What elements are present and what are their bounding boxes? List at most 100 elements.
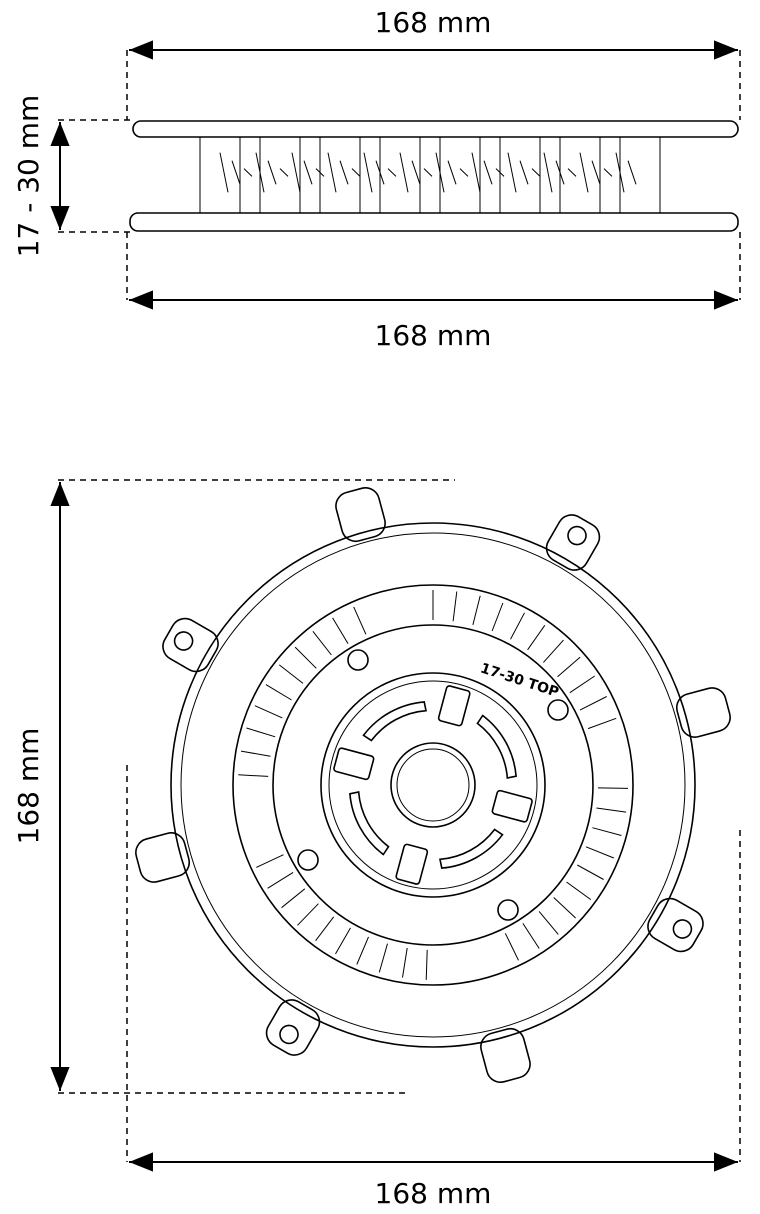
fixing-hole [497, 899, 519, 921]
arc-slot [439, 828, 504, 869]
ratchet-tooth [243, 168, 253, 177]
ratchet-tooth [315, 168, 325, 177]
ratchet-tooth [538, 911, 559, 935]
ratchet-tooth [587, 717, 617, 730]
tab-outline [265, 999, 321, 1056]
ratchet-tooth [579, 696, 607, 711]
ratchet-tooth [495, 168, 505, 177]
ratchet-tooth [510, 612, 525, 640]
ratchet-tooth [246, 727, 276, 738]
ratchet-tooth [543, 152, 553, 193]
ratchet-tooth [363, 152, 373, 193]
tab-hole [173, 631, 194, 651]
mounting-tab [162, 617, 219, 673]
ratchet-tooth [303, 160, 313, 185]
tab-outline [647, 897, 704, 953]
ratchet-tooth [265, 684, 292, 701]
ratchet-tooth [297, 903, 319, 926]
ratchet-tooth [254, 705, 283, 719]
side-rib [559, 136, 601, 214]
tab-outline [675, 687, 731, 738]
ratchet-tooth [315, 916, 335, 942]
tab-hole [672, 919, 693, 939]
top-view: 168 mm 168 mm 17-30 TOP [12, 479, 741, 1210]
height-label: 17 - 30 mm [12, 95, 45, 258]
ratchet-tooth [577, 864, 604, 880]
ratchet-tooth [592, 827, 622, 836]
ratchet-tooth [585, 846, 614, 859]
mounting-tab [135, 832, 191, 883]
ratchet-tooth [483, 160, 493, 185]
ratchet-tooth [447, 160, 457, 185]
ratchet-tooth [591, 160, 601, 185]
width-bottom-label: 168 mm [375, 319, 492, 352]
ratchet-tooth [219, 152, 229, 193]
ratchet-tooth [279, 168, 289, 177]
ratchet-tooth [627, 160, 637, 185]
ratchet-tooth [231, 160, 241, 185]
inner-spring-slot [437, 685, 517, 779]
ratchet-tooth [267, 871, 294, 889]
ratchet-tooth [402, 947, 408, 978]
ratchet-tooth [527, 625, 546, 651]
ratchet-tooth [425, 949, 428, 980]
spring-slot [333, 747, 375, 781]
fixing-hole [297, 849, 319, 871]
fixing-hole [547, 699, 569, 721]
ratchet-tooth [557, 656, 581, 678]
ratchet-tooth [522, 923, 540, 949]
side-rib [199, 136, 241, 214]
side-view-part [129, 120, 739, 232]
ratchet-tooth [332, 617, 349, 644]
ratchet-tooth [491, 602, 504, 632]
mounting-tab [545, 514, 601, 571]
top-view-height-label: 168 mm [12, 728, 45, 845]
tab-outline [135, 832, 191, 883]
ratchet-tooth [615, 152, 625, 193]
arc-slot [476, 714, 517, 779]
ratchet-tooth [567, 168, 577, 177]
tab-outline [162, 617, 219, 673]
inner-spring-slot [349, 791, 429, 885]
ratchet-tooth [399, 152, 409, 193]
side-rib [439, 136, 481, 214]
fixing-hole [347, 649, 369, 671]
side-view: 168 mm 17 - 30 mm 168 mm [12, 6, 741, 352]
ratchet-tooth [255, 152, 265, 193]
spring-slot [491, 789, 533, 823]
ratchet-tooth [504, 933, 519, 961]
tab-hole [567, 525, 587, 546]
ratchet-tooth [256, 854, 284, 868]
ratchet-tooth [435, 152, 445, 193]
side-rib [379, 136, 421, 214]
ratchet-tooth [519, 160, 529, 185]
ratchet-tooth [281, 888, 306, 909]
ratchet-tooth [294, 646, 317, 669]
side-rib [619, 136, 661, 214]
mounting-tab [335, 487, 386, 543]
ratchet-tooth [312, 630, 332, 656]
side-rib [259, 136, 301, 214]
ratchet-tooth [375, 160, 385, 185]
tab-hole [279, 1024, 299, 1045]
ratchet-tooth [553, 897, 576, 919]
ratchet-tooth [240, 750, 271, 757]
ratchet-tooth [339, 160, 349, 185]
ratchet-tooth [278, 664, 304, 684]
ratchet-tooth [267, 160, 277, 185]
ratchet-tooth [238, 774, 269, 777]
top-view-width-label: 168 mm [375, 1177, 492, 1210]
ratchet-tooth [579, 152, 589, 193]
mounting-tab [265, 999, 321, 1056]
arc-slot [349, 791, 390, 856]
spring-slot [437, 685, 471, 727]
mounting-tab [675, 687, 731, 738]
ratchet-tooth [472, 595, 481, 626]
inner-spring-slot [333, 701, 427, 781]
ratchet-tooth [356, 936, 369, 965]
width-top-label: 168 mm [375, 6, 492, 39]
ratchet-tooth [507, 152, 517, 193]
ratchet-tooth [543, 639, 564, 663]
ratchet-tooth [596, 807, 627, 813]
